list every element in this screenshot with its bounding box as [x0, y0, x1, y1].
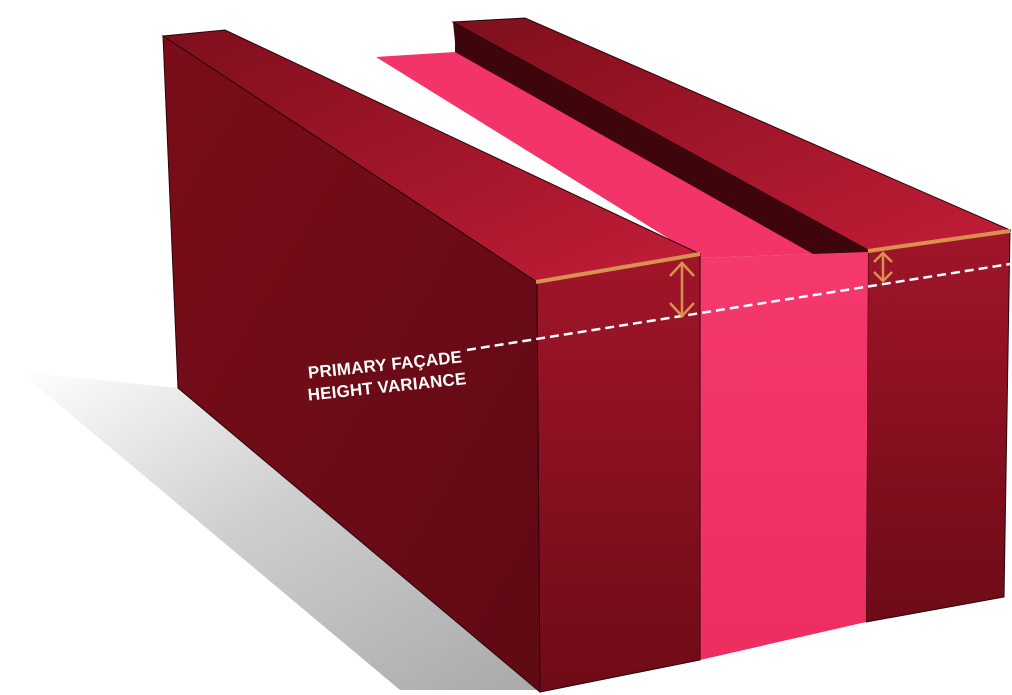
double-arrow-icon [873, 251, 893, 283]
right-block-side-shadow [455, 24, 868, 285]
left-block-front [536, 253, 701, 693]
ground-shadow [20, 372, 540, 690]
double-arrow-icon [669, 261, 695, 318]
right-facade-top-marker [867, 229, 1011, 253]
recess-front [698, 252, 868, 660]
reference-height-dashed-line [466, 262, 1011, 352]
right-block-front [865, 229, 1011, 623]
left-facade-top-marker [535, 252, 701, 284]
